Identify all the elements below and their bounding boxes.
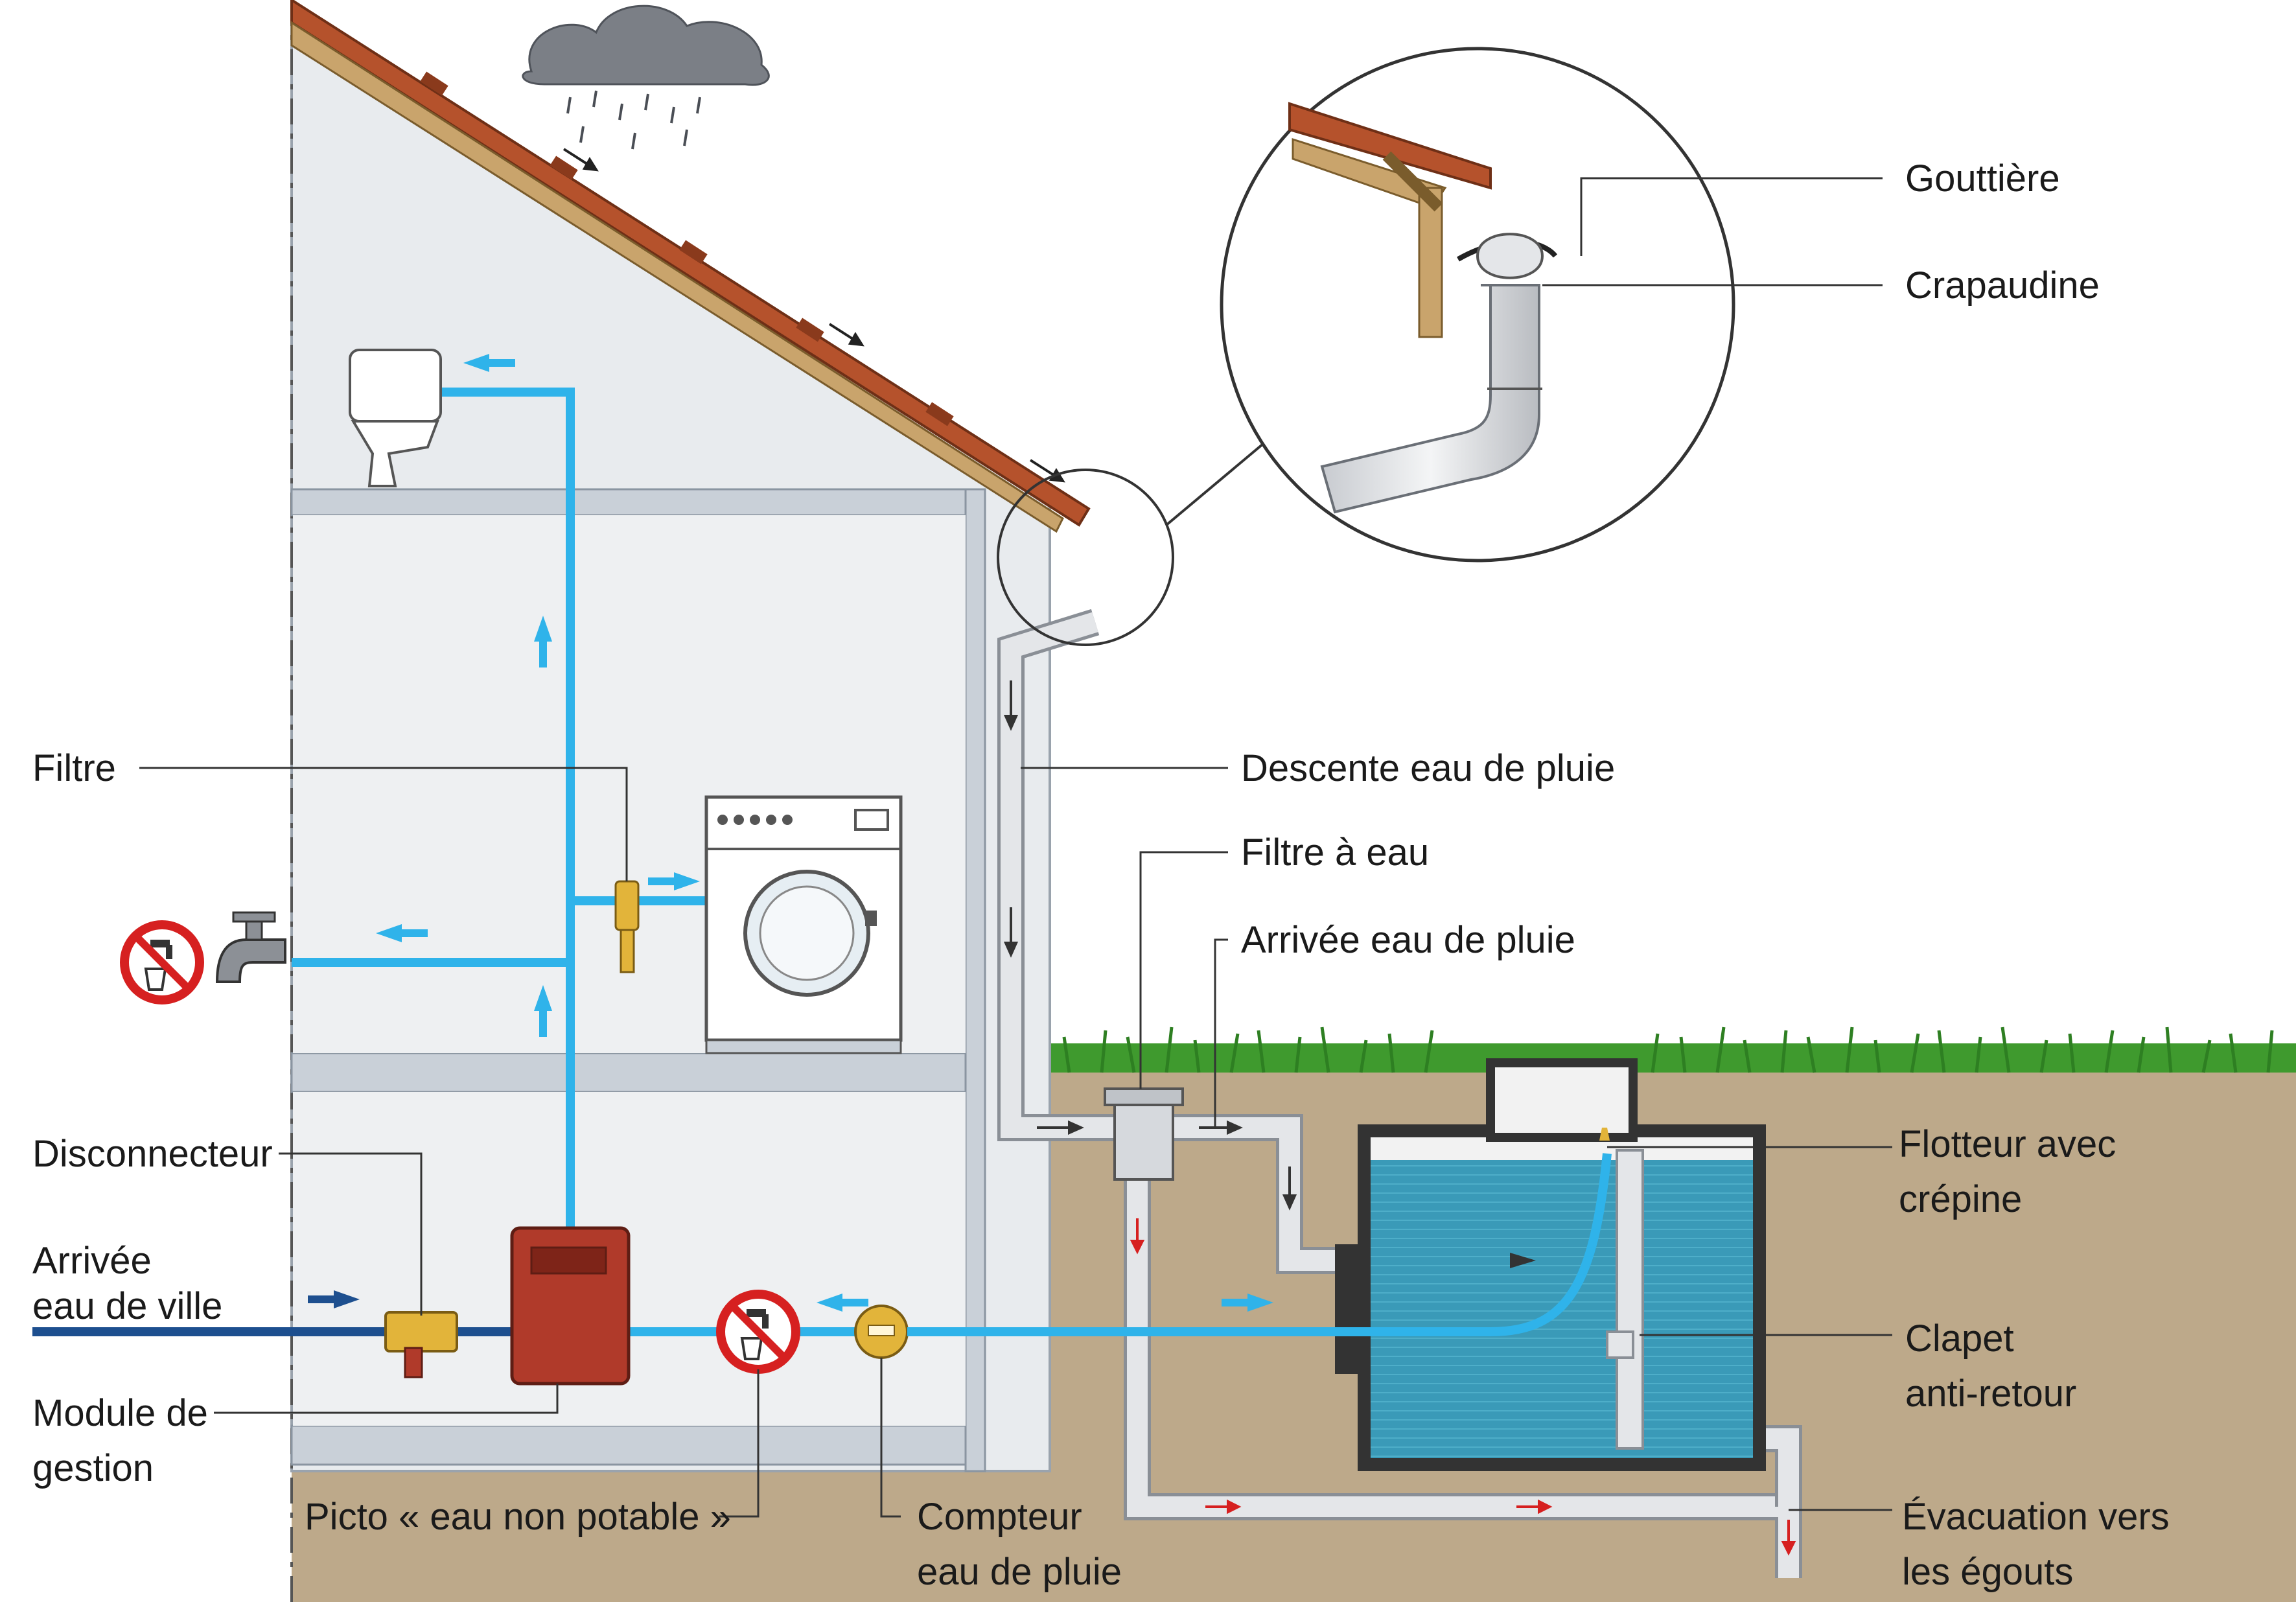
label-filtre: Filtre xyxy=(32,747,116,789)
label-arrivee-ville-line2: eau de ville xyxy=(32,1285,222,1327)
washing-machine-icon xyxy=(704,795,903,1054)
label-arrivee-pluie: Arrivée eau de pluie xyxy=(1241,919,1575,961)
label-clapet-line2: anti-retour xyxy=(1905,1373,2076,1415)
roof-tile-ridges xyxy=(420,71,954,426)
rain-cloud-icon xyxy=(522,5,770,150)
label-flotteur-line2: crépine xyxy=(1899,1178,2022,1220)
leader-lines xyxy=(139,177,1892,1518)
tap-icon xyxy=(215,911,286,983)
roof-rafter xyxy=(290,21,1064,533)
suction-pipe xyxy=(907,1128,1612,1336)
outer-wall xyxy=(964,488,986,1472)
management-module xyxy=(510,1226,631,1386)
water-filter-box xyxy=(1104,1087,1184,1181)
no-drinking-water-icon xyxy=(120,920,204,1004)
label-filtre-eau: Filtre à eau xyxy=(1241,831,1429,874)
overflow-pipe-in-tank xyxy=(1606,1149,1644,1450)
label-clapet-line1: Clapet xyxy=(1905,1318,2014,1360)
label-compteur-line1: Compteur xyxy=(917,1496,1082,1538)
filter-icon xyxy=(614,880,640,973)
no-drinking-water-icon xyxy=(716,1290,800,1374)
label-disconnecteur: Disconnecteur xyxy=(32,1133,273,1175)
downspout-pipe xyxy=(997,609,1115,1141)
rainwater-meter xyxy=(854,1305,909,1359)
label-picto: Picto « eau non potable » xyxy=(305,1496,731,1538)
toilet-icon xyxy=(349,349,442,487)
label-evacuation-line2: les égouts xyxy=(1902,1551,2073,1593)
upper-floor-slab xyxy=(290,488,986,517)
gutter-detail-magnifier xyxy=(997,47,1735,646)
label-module-line2: gestion xyxy=(32,1447,154,1489)
roof xyxy=(290,0,1091,527)
middle-floor-slab xyxy=(290,1052,986,1093)
label-flotteur-line1: Flotteur avec xyxy=(1899,1123,2116,1165)
roof-flow-arrows xyxy=(562,148,1065,483)
label-module-line1: Module de xyxy=(32,1392,208,1434)
label-arrivee-ville-line1: Arrivée xyxy=(32,1240,152,1282)
label-descente: Descente eau de pluie xyxy=(1241,747,1615,789)
city-water-flow-arrow xyxy=(308,1290,360,1308)
disconnector-valve xyxy=(384,1311,458,1378)
rainwater-tank xyxy=(1335,1058,1766,1471)
label-evacuation-line1: Évacuation vers xyxy=(1902,1496,2170,1538)
indoor-flow-arrows xyxy=(376,354,868,1312)
label-crapaudine: Crapaudine xyxy=(1905,264,2100,307)
crapaudine-strainer xyxy=(1476,233,1544,279)
label-gouttiere: Gouttière xyxy=(1905,157,2060,200)
label-compteur-line2: eau de pluie xyxy=(917,1551,1122,1593)
labels: Gouttière Crapaudine Descente eau de plu… xyxy=(32,157,2170,1593)
tank-flow-arrow xyxy=(1510,1253,1536,1268)
